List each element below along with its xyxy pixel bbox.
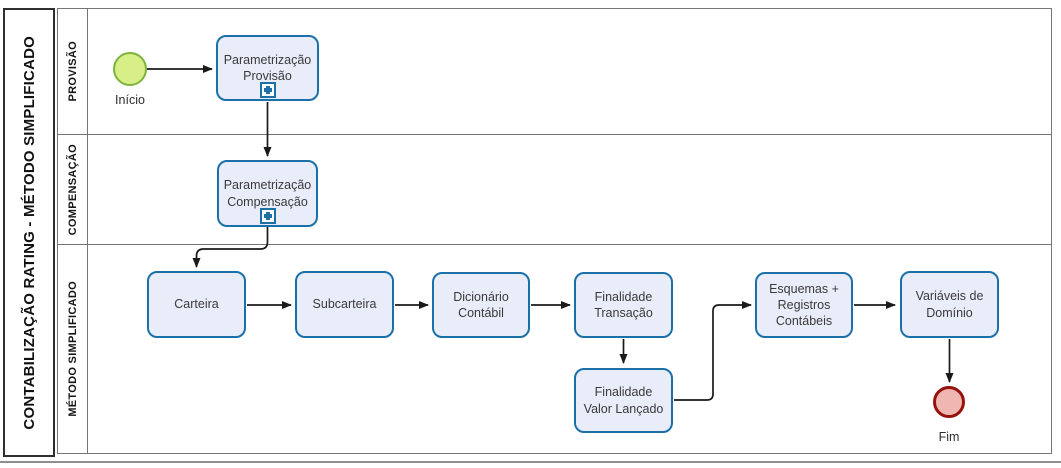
lane-compensacao: COMPENSAÇÃO	[58, 134, 1051, 244]
lane-metodo-simplificado-label: MÉTODO SIMPLIFICADO	[66, 281, 79, 417]
subprocess-plus-icon[interactable]	[259, 208, 276, 224]
lane-metodo-simplificado-header: MÉTODO SIMPLIFICADO	[58, 245, 88, 453]
pool-title-box: CONTABILIZAÇÃO RATING - MÉTODO SIMPLIFIC…	[3, 8, 55, 457]
subprocess-parametrizacao-compensacao[interactable]: Parametrização Compensação	[217, 160, 318, 227]
task-label: Parametrização Provisão	[223, 52, 312, 83]
lane-provisao-header: PROVISÃO	[58, 9, 88, 134]
task-label: Parametrização Compensação	[223, 178, 312, 209]
outer-frame-bottom-line	[0, 461, 1061, 463]
start-event-label: Início	[115, 93, 145, 107]
task-label: Carteira	[174, 297, 219, 312]
lane-compensacao-label: COMPENSAÇÃO	[66, 143, 79, 236]
process-pool: PROVISÃO COMPENSAÇÃO MÉTODO SIMPLIFICADO	[57, 8, 1052, 454]
task-label: Dicionário Contábil	[453, 289, 509, 320]
lane-provisao-label: PROVISÃO	[66, 41, 79, 102]
task-label: Finalidade Valor Lançado	[583, 385, 664, 416]
task-subcarteira[interactable]: Subcarteira	[295, 271, 394, 338]
task-finalidade-valor-lancado[interactable]: Finalidade Valor Lançado	[574, 368, 673, 433]
subprocess-plus-icon[interactable]	[259, 82, 276, 98]
end-event-label: Fim	[938, 430, 960, 444]
task-label: Variáveis de Domínio	[915, 289, 984, 320]
lane-provisao: PROVISÃO	[58, 9, 1051, 134]
task-dicionario-contabil[interactable]: Dicionário Contábil	[432, 272, 530, 338]
task-esquemas-registros-contabeis[interactable]: Esquemas + Registros Contábeis	[755, 272, 853, 338]
task-label: Esquemas + Registros Contábeis	[769, 281, 839, 329]
end-event-circle[interactable]	[933, 386, 965, 418]
task-finalidade-transacao[interactable]: Finalidade Transação	[574, 272, 673, 338]
lane-metodo-simplificado: MÉTODO SIMPLIFICADO	[58, 244, 1051, 453]
pool-title: CONTABILIZAÇÃO RATING - MÉTODO SIMPLIFIC…	[20, 35, 38, 430]
task-label: Subcarteira	[312, 297, 377, 312]
lane-compensacao-header: COMPENSAÇÃO	[58, 135, 88, 244]
subprocess-parametrizacao-provisao[interactable]: Parametrização Provisão	[216, 35, 319, 101]
task-label: Finalidade Transação	[594, 289, 653, 320]
start-event-circle[interactable]	[113, 52, 147, 86]
task-carteira[interactable]: Carteira	[147, 271, 246, 338]
task-variaveis-de-dominio[interactable]: Variáveis de Domínio	[900, 271, 999, 338]
